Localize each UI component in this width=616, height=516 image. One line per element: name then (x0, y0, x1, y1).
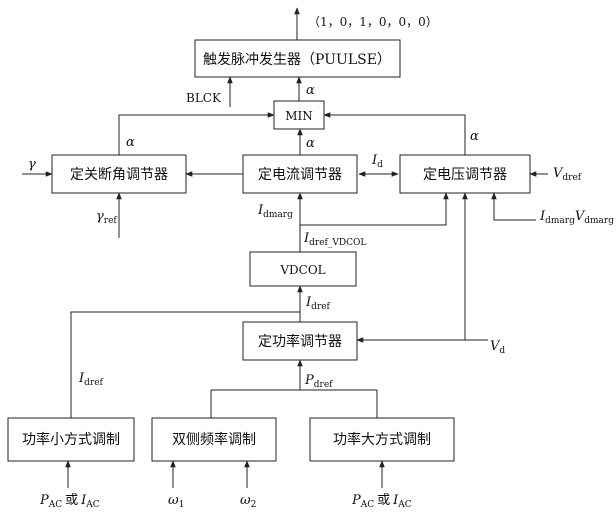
vd-main: V (490, 339, 501, 354)
alpha-label-right: α (470, 129, 479, 144)
power-large-label: 功率大方式调制 (333, 431, 431, 448)
idmarg-vdmarg-wire (491, 192, 536, 221)
gamma-ref-sub: ref (104, 216, 118, 226)
min-box (273, 100, 325, 130)
omega2-label: ω2 (240, 493, 256, 510)
idmarg-label-main: I (257, 203, 264, 218)
vdref-main: V (553, 166, 564, 181)
output-vector-label: （1，0，1，0，0，0） (308, 15, 438, 29)
pdref-label: Pdref (304, 373, 333, 390)
idref-label-left: Idref (78, 371, 104, 388)
iac-left-sub: AC (85, 500, 99, 510)
vdmarg-main: V (575, 209, 586, 224)
or-left: 或 (65, 493, 78, 508)
idref-label-mid: Idref (305, 295, 331, 312)
omega2-sub: 2 (251, 500, 257, 510)
pdref-main: P (304, 373, 314, 388)
pac-right-sub: AC (360, 500, 374, 510)
vdmarg-sub: dmarg (584, 216, 614, 226)
blck-label: BLCK (186, 91, 222, 105)
idref-vdcol-main: I (303, 231, 310, 246)
omega1-sub: 1 (179, 500, 185, 510)
voltage-to-min-wire (323, 112, 466, 155)
id-label: Id (371, 153, 383, 170)
power-small-label: 功率小方式调制 (22, 431, 120, 448)
idref-left-main: I (78, 371, 85, 386)
small-mode-to-vdcol-wire (70, 311, 300, 418)
power-ctrl-label: 定功率调节器 (258, 333, 342, 350)
vdcol-box (249, 251, 357, 287)
gamma-ref-label: γref (96, 209, 117, 226)
idref-mid-sub: dref (311, 302, 330, 312)
dual-freq-label: 双侧频率调制 (172, 431, 256, 448)
pulse-generator-label: 触发脉冲发生器（PUULSE） (203, 52, 391, 68)
id-main: I (371, 153, 378, 168)
gamma-ref-main: γ (96, 209, 104, 224)
iac-left-main: I (80, 493, 87, 508)
pulse-generator-box (194, 39, 401, 78)
idmarg-label-sub: dmarg (263, 210, 293, 220)
power-large-box (309, 417, 455, 462)
vd-sub: d (499, 346, 505, 356)
vdcol-label: VDCOL (279, 263, 325, 277)
iac-right-main: I (392, 493, 399, 508)
idmarg-sub: dmarg (545, 216, 575, 226)
alpha-label-top: α (306, 83, 315, 98)
pac-left-sub: AC (48, 500, 62, 510)
alpha-label-mid: α (306, 136, 315, 151)
extinction-angle-label: 定关断角调节器 (70, 167, 168, 183)
voltage-ctrl-label: 定电压调节器 (423, 167, 507, 183)
vdref-sub: dref (562, 173, 581, 183)
idref-vdcol-label: Idref_VDCOL (303, 231, 366, 248)
idmarg-label: Idmarg (257, 203, 293, 220)
vdref-label: Vdref (553, 166, 582, 183)
pac-right-main: P (351, 493, 361, 508)
idmarg-to-voltage-wire (300, 192, 449, 226)
vd-label: Vd (490, 339, 505, 356)
min-label: MIN (285, 109, 313, 123)
idref-vdcol-sub: dref_VDCOL (309, 238, 366, 248)
pdref-sub: dref (314, 380, 333, 390)
idmarg-vdmarg-label: IdmargVdmarg (539, 209, 614, 226)
idref-left-sub: dref (84, 378, 103, 388)
extinction-to-min-wire (118, 112, 275, 155)
omega1-main: ω (168, 493, 179, 508)
current-ctrl-box (242, 154, 358, 194)
idmarg-main: I (539, 209, 546, 224)
gamma-label: γ (28, 157, 36, 172)
power-small-box (7, 417, 135, 462)
dual-freq-box (151, 417, 277, 462)
omega1-label: ω1 (168, 493, 184, 510)
iac-right-sub: AC (397, 500, 411, 510)
alpha-label-left: α (126, 135, 135, 150)
or-right: 或 (377, 493, 390, 508)
omega2-main: ω (240, 493, 251, 508)
id-sub: d (377, 160, 383, 170)
idref-mid-main: I (305, 295, 312, 310)
pac-left-main: P (39, 493, 49, 508)
current-ctrl-label: 定电流调节器 (258, 167, 342, 183)
